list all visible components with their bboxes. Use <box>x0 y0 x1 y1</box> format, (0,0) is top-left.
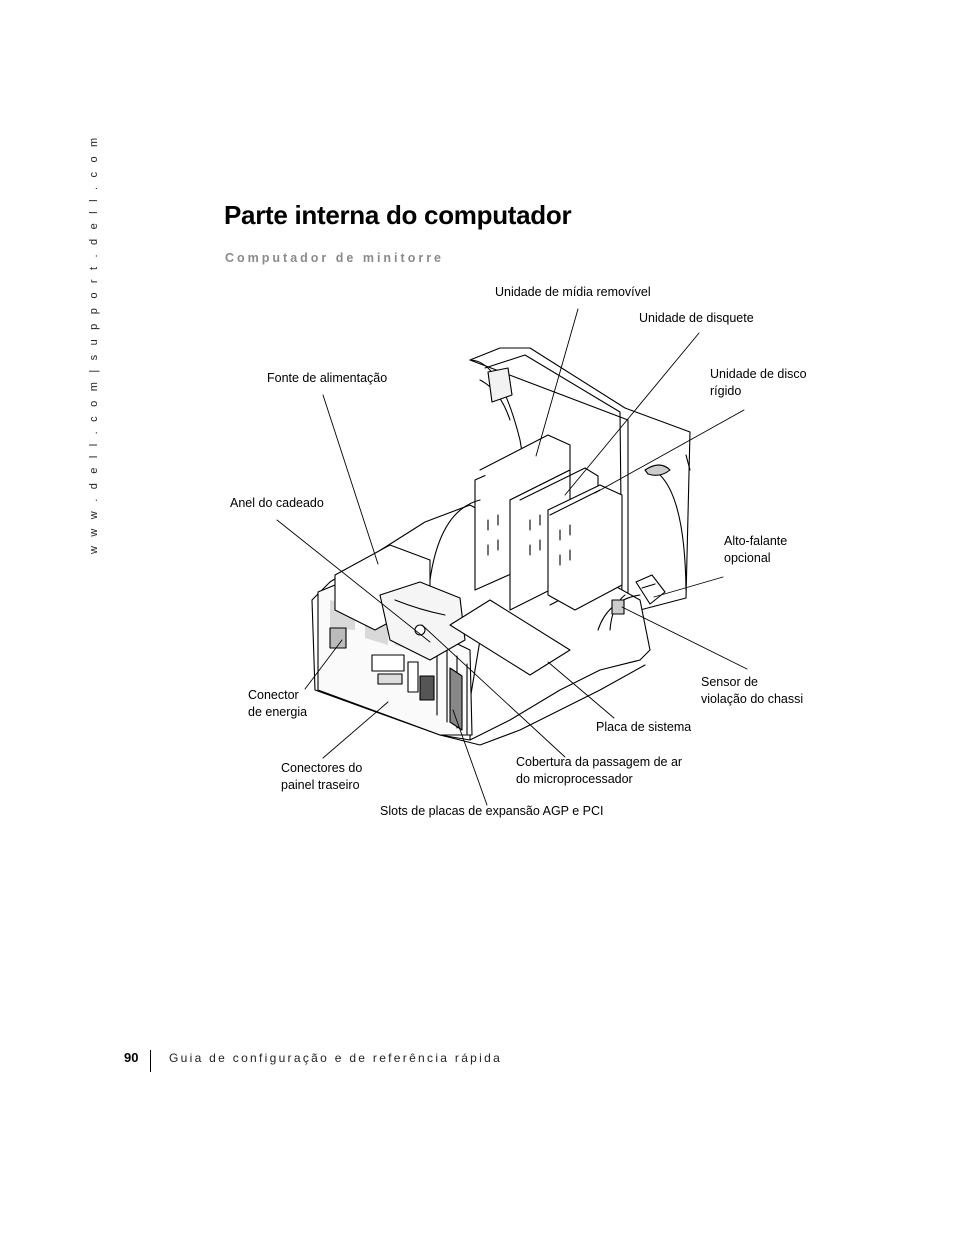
label-text: Sensor de <box>701 675 758 689</box>
callout-leader-lines <box>276 308 748 806</box>
label-power-supply: Fonte de alimentação <box>267 370 387 387</box>
chassis-drawing <box>311 347 691 746</box>
label-text: Conector <box>248 688 299 702</box>
label-text: de energia <box>248 705 308 719</box>
label-text: Unidade de mídia removível <box>495 285 651 299</box>
page-title: Parte interna do computador <box>224 200 572 230</box>
label-text: Conectores do <box>281 761 363 775</box>
label-text: Unidade de disco <box>710 367 807 381</box>
label-airflow-shroud: Cobertura da passagem de ar do microproc… <box>516 754 682 788</box>
footer-divider <box>150 1050 151 1072</box>
label-text: do microprocessador <box>516 772 633 786</box>
label-text: Fonte de alimentação <box>267 371 388 385</box>
label-text: Slots de placas de expansão AGP e PCI <box>380 804 604 818</box>
label-text: Unidade de disquete <box>639 311 754 325</box>
label-text: Placa de sistema <box>596 720 692 734</box>
label-speaker: Alto-falante opcional <box>724 533 787 567</box>
label-text: opcional <box>724 551 771 565</box>
label-power-connector: Conector de energia <box>248 687 307 721</box>
label-expansion-slots: Slots de placas de expansão AGP e PCI <box>380 803 604 820</box>
label-hard-drive: Unidade de disco rígido <box>710 366 807 400</box>
label-floppy-drive: Unidade de disquete <box>639 310 754 327</box>
label-text: painel traseiro <box>281 778 360 792</box>
label-rear-panel: Conectores do painel traseiro <box>281 760 362 794</box>
label-removable-media: Unidade de mídia removível <box>495 284 651 301</box>
page-number: 90 <box>124 1050 139 1065</box>
label-intrusion-sensor: Sensor de violação do chassi <box>701 674 803 708</box>
label-system-board: Placa de sistema <box>596 719 691 736</box>
label-text: rígido <box>710 384 742 398</box>
label-padlock-ring: Anel do cadeado <box>230 495 324 512</box>
section-subtitle: Computador de minitorre <box>225 251 445 265</box>
label-text: violação do chassi <box>701 692 804 706</box>
label-text: Alto-falante <box>724 534 788 548</box>
label-text: Anel do cadeado <box>230 496 324 510</box>
footer-title: Guia de configuração e de referência ráp… <box>169 1051 503 1065</box>
label-text: Cobertura da passagem de ar <box>516 755 683 769</box>
